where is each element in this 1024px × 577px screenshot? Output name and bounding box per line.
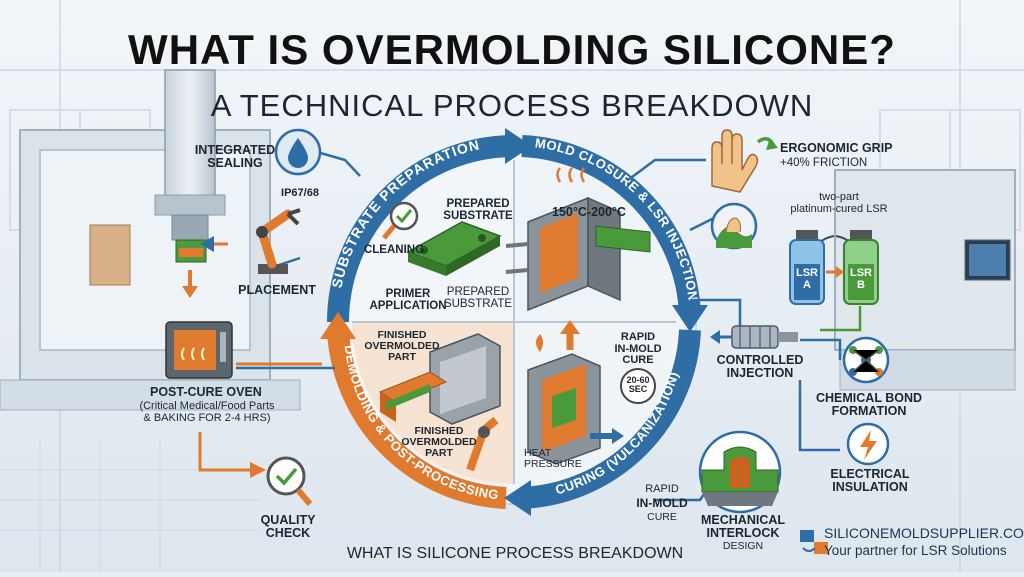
label-lsr-a: LSR A — [795, 268, 819, 291]
label-prepared-substrate-1: PREPARED SUBSTRATE — [438, 198, 518, 222]
footer-caption: WHAT IS SILICONE PROCESS BREAKDOWN — [300, 546, 730, 563]
label-finished-part-1: FINISHED OVERMOLDED PART — [364, 330, 440, 363]
label-lsr-b: LSR B — [849, 268, 873, 291]
label-temperature: 150°C-200°C — [534, 206, 644, 219]
page-subtitle: A TECHNICAL PROCESS BREAKDOWN — [0, 90, 1024, 123]
label-friction: +40% FRICTION — [780, 157, 890, 169]
label-integrated-sealing: INTEGRATED SEALING — [190, 144, 280, 170]
brand-tagline: Your partner for LSR Solutions — [824, 544, 1007, 558]
label-cleaning: CLEANING — [354, 244, 434, 256]
brand-url[interactable]: SILICONEMOLDSUPPLIER.COM — [824, 526, 1024, 541]
water-drop-icon — [276, 130, 320, 174]
cure-time-badge: 20-60 SEC — [621, 376, 655, 395]
material-sample-icon — [712, 204, 756, 248]
label-quality-check: QUALITY CHECK — [250, 514, 326, 540]
label-heat-pressure: HEAT PRESSURE — [524, 448, 584, 470]
label-post-cure-desc: (Critical Medical/Food Parts & BAKING FO… — [132, 401, 282, 424]
molecule-icon — [844, 338, 888, 382]
lightning-icon — [848, 424, 888, 464]
label-chemical-bond: CHEMICAL BOND FORMATION — [814, 392, 924, 418]
interlock-icon — [700, 432, 780, 512]
label-placement: PLACEMENT — [232, 284, 322, 297]
brand-block: SILICONEMOLDSUPPLIER.COM Your partner fo… — [790, 522, 1020, 566]
label-rapid-bottom: RAPID — [632, 484, 692, 496]
label-primer-application: PRIMER APPLICATION — [368, 288, 448, 312]
label-ergonomic-grip: ERGONOMIC GRIP — [780, 142, 890, 155]
label-electrical-insulation: ELECTRICAL INSULATION — [820, 468, 920, 494]
label-prepared-substrate-2: PREPARED SUBSTRATE — [440, 286, 516, 310]
label-mechanical-interlock: MECHANICAL INTERLOCK — [694, 514, 792, 540]
label-cure-bottom: CURE — [632, 512, 692, 523]
label-post-cure-oven: POST-CURE OVEN — [150, 386, 260, 399]
label-two-part-lsr: two-part platinum-cured LSR — [784, 192, 894, 215]
label-in-mold-bottom: IN-MOLD — [632, 497, 692, 510]
page-title: WHAT IS OVERMOLDING SILICONE? — [0, 28, 1024, 72]
label-finished-part-2: FINISHED OVERMOLDED PART — [396, 426, 482, 459]
label-ip-rating: IP67/68 — [270, 188, 330, 200]
label-rapid-cure: RAPID IN-MOLD CURE — [606, 332, 670, 367]
label-controlled-injection: CONTROLLED INJECTION — [712, 354, 808, 380]
oven-icon — [166, 322, 232, 378]
